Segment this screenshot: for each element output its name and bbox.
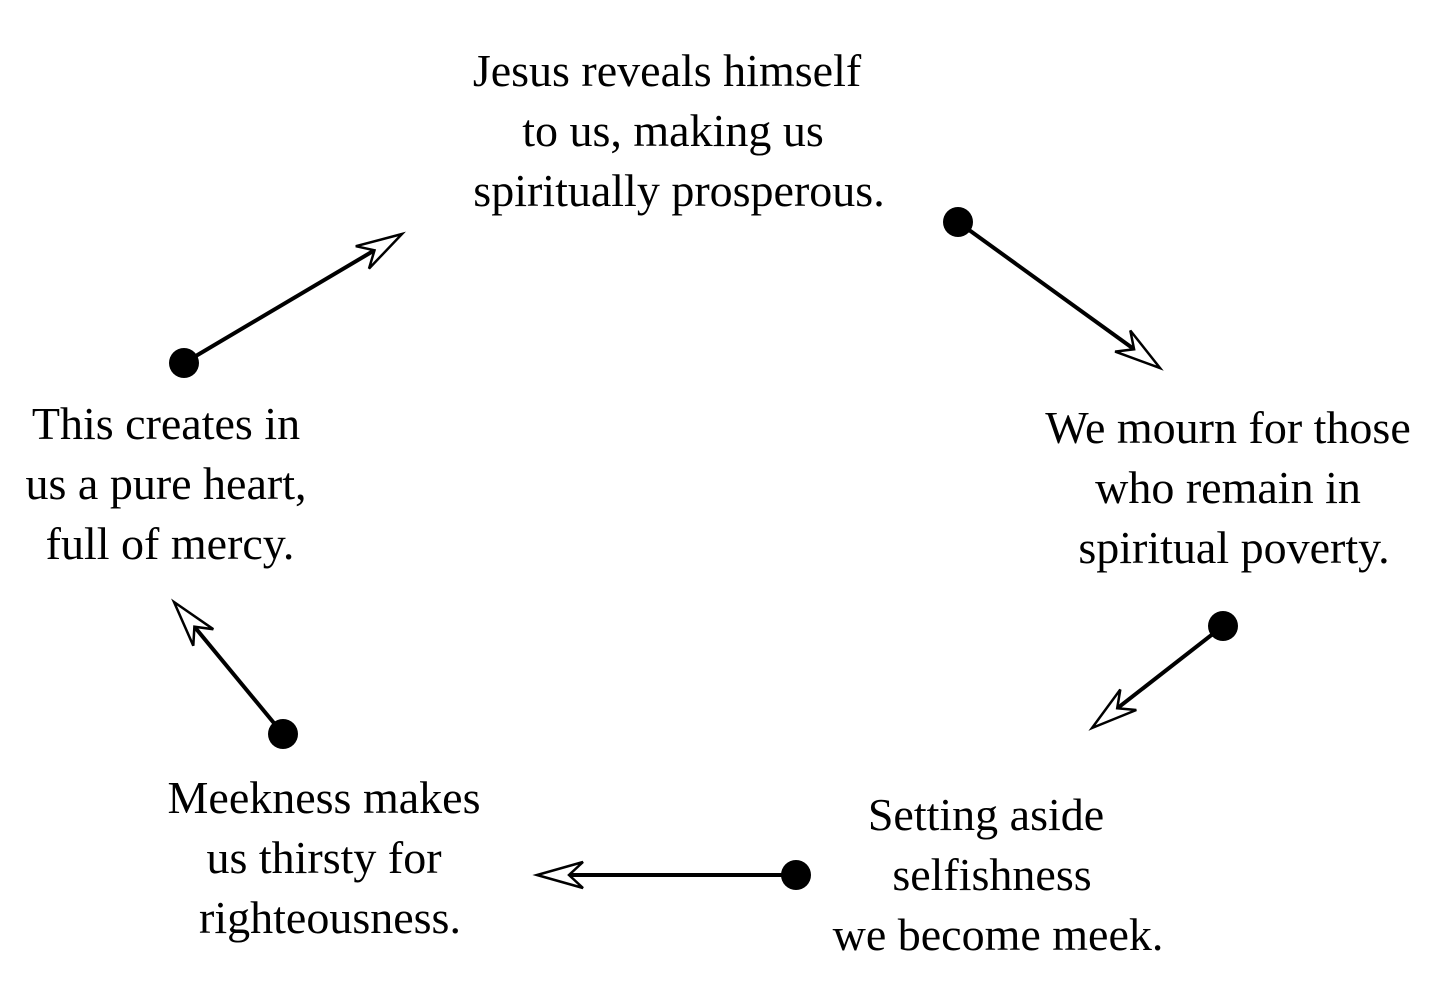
- arrow-shaft: [182, 247, 378, 365]
- node-text-line: selfishness: [892, 849, 1091, 900]
- arrow-start-dot: [169, 348, 199, 378]
- svg-text:selfishness: selfishness: [892, 849, 1091, 900]
- arrowhead-icon: [1088, 688, 1137, 731]
- svg-text:This creates in: This creates in: [32, 398, 300, 449]
- arrow-meek-to-thirst: [532, 860, 811, 890]
- node-text-line: us thirsty for: [206, 832, 441, 883]
- node-text-line: full of mercy.: [46, 518, 295, 569]
- node-text-line: spiritual poverty.: [1078, 522, 1389, 573]
- arrow-start-dot: [1208, 611, 1238, 641]
- svg-text:Setting aside: Setting aside: [868, 789, 1104, 840]
- svg-text:we become meek.: we become meek.: [833, 909, 1164, 960]
- node-text-line: Setting aside: [868, 789, 1104, 840]
- svg-text:us thirsty for: us thirsty for: [206, 832, 441, 883]
- node-mourn: We mourn for those who remain in spiritu…: [1045, 402, 1410, 573]
- node-text-line: Jesus reveals himself: [473, 45, 862, 96]
- node-text-line: Meekness makes: [168, 772, 481, 823]
- arrowhead-icon: [532, 860, 584, 890]
- node-text-line: righteousness.: [199, 892, 461, 943]
- svg-text:Jesus reveals himself: Jesus reveals himself: [473, 45, 862, 96]
- arrow-thirst-to-pure-heart: [171, 598, 298, 749]
- node-meek: Setting aside selfishness we become meek…: [833, 789, 1164, 960]
- arrow-start-dot: [268, 719, 298, 749]
- arrowhead-icon: [171, 598, 215, 647]
- node-pure-heart: This creates in us a pure heart, full of…: [26, 398, 307, 569]
- svg-text:who remain in: who remain in: [1095, 462, 1361, 513]
- node-text-line: us a pure heart,: [26, 458, 307, 509]
- arrow-start-dot: [781, 860, 811, 890]
- node-thirst: Meekness makes us thirsty for righteousn…: [168, 772, 481, 943]
- arrowhead-icon: [355, 231, 406, 270]
- node-text-line: who remain in: [1095, 462, 1361, 513]
- node-revelation: Jesus reveals himself to us, making us s…: [473, 45, 885, 216]
- svg-text:us a pure heart,: us a pure heart,: [26, 458, 307, 509]
- svg-text:spiritually prosperous.: spiritually prosperous.: [473, 165, 884, 216]
- arrows: [169, 207, 1238, 890]
- svg-text:righteousness.: righteousness.: [199, 892, 461, 943]
- svg-text:We mourn for those: We mourn for those: [1045, 402, 1410, 453]
- arrowhead-icon: [1114, 329, 1164, 371]
- svg-text:Meekness makes: Meekness makes: [168, 772, 481, 823]
- arrow-shaft: [1114, 624, 1225, 712]
- node-text-line: we become meek.: [833, 909, 1164, 960]
- node-text-line: We mourn for those: [1045, 402, 1410, 453]
- arrow-mourn-to-meek: [1088, 611, 1238, 731]
- arrow-shaft: [191, 623, 285, 736]
- arrow-pure-heart-to-revelation: [169, 231, 406, 378]
- svg-text:to us, making us: to us, making us: [522, 105, 824, 156]
- svg-text:full of mercy.: full of mercy.: [46, 518, 295, 569]
- arrow-start-dot: [943, 207, 973, 237]
- node-text-line: spiritually prosperous.: [473, 165, 884, 216]
- node-text-line: This creates in: [32, 398, 300, 449]
- svg-text:spiritual poverty.: spiritual poverty.: [1078, 522, 1389, 573]
- node-text-line: to us, making us: [522, 105, 824, 156]
- arrow-revelation-to-mourn: [943, 207, 1164, 371]
- arrow-shaft: [956, 220, 1137, 353]
